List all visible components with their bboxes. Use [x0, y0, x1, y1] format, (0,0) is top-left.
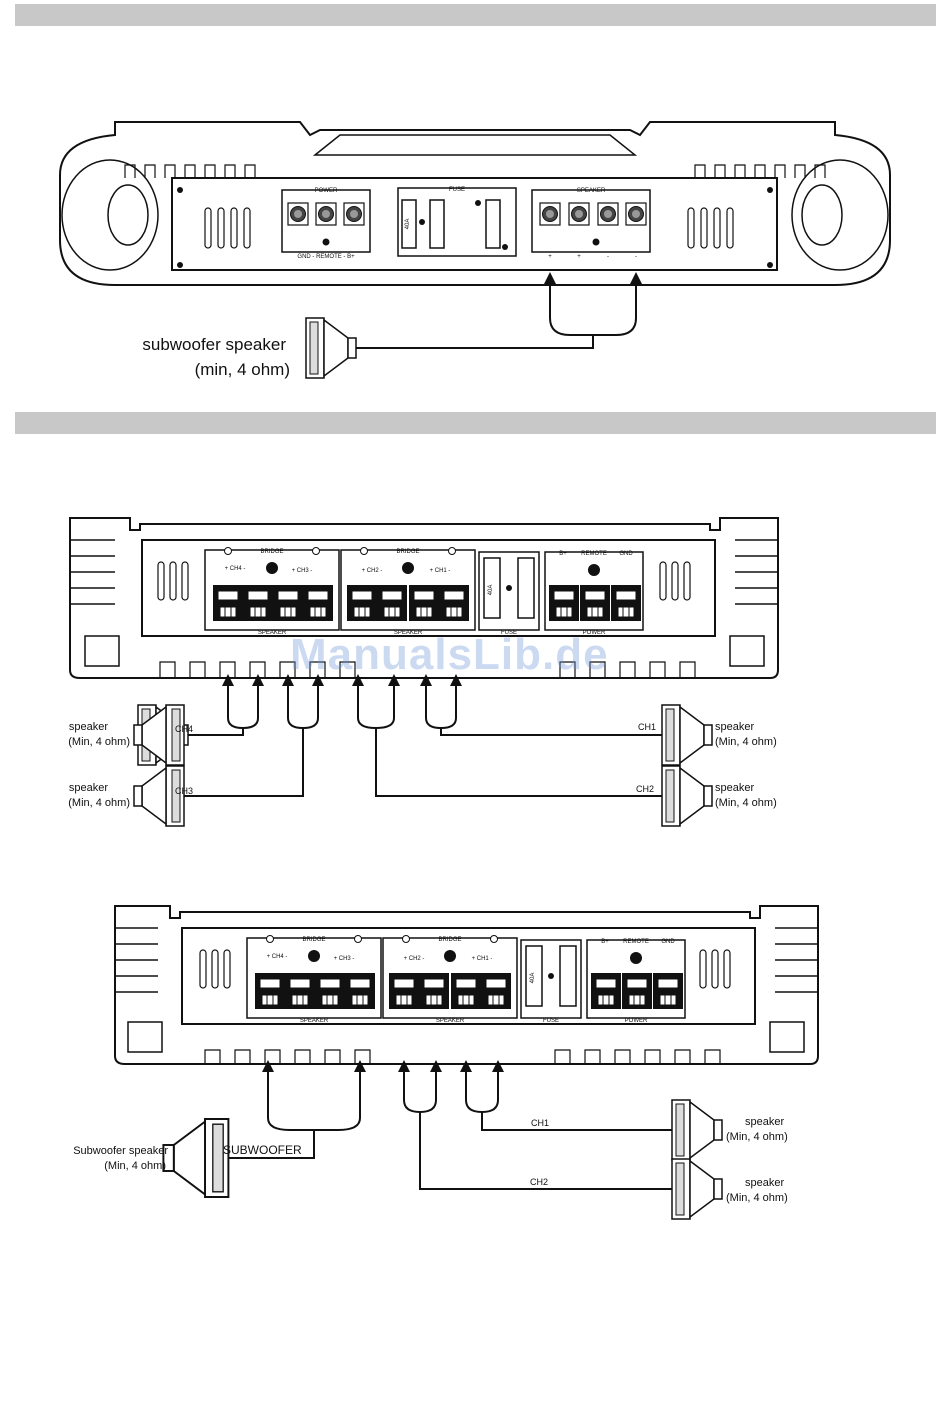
d3-fuse-label: FUSE	[543, 1018, 559, 1024]
d2-left-spk1-ch: CH4	[175, 724, 193, 734]
d1-fuse-text: 40A	[405, 219, 411, 230]
d3-ch4-label: + CH4 -	[267, 954, 288, 960]
d2-left-spk1-line1: speaker	[69, 721, 108, 733]
d1-subwoofer-speaker-icon	[305, 317, 357, 379]
d2-power-bplus: B+	[559, 551, 567, 557]
d2-speaker-label-right: SPEAKER	[394, 630, 423, 636]
diagram2-amplifier: BRIDGE BRIDGE + CH4 - + CH3 - + CH2 - + …	[69, 517, 779, 679]
diagram3-wires	[215, 1060, 690, 1190]
d1-pol-4: -	[635, 254, 637, 260]
d2-speaker-ch2-icon	[661, 765, 713, 827]
d2-speaker-label-left: SPEAKER	[258, 630, 287, 636]
d3-speaker-ch2-icon	[671, 1158, 723, 1220]
watermark: ManualsLib.de	[290, 630, 609, 679]
d3-right-spk1-ch: CH1	[531, 1118, 549, 1128]
d2-ch1-label: + CH1 -	[430, 568, 451, 574]
d2-speaker-ch1-icon	[661, 704, 713, 766]
d3-sub-label-2: (Min, 4 ohm)	[104, 1160, 166, 1172]
d3-power-label: POWER	[625, 1018, 648, 1024]
section-header-bar-2	[15, 412, 936, 434]
d2-fuse-text: 40A	[488, 585, 494, 596]
d2-right-spk2-line2: (Min, 4 ohm)	[715, 797, 777, 809]
d2-left-spk1-line2: (Min, 4 ohm)	[68, 736, 130, 748]
d3-power-gnd: GND	[661, 939, 675, 945]
d3-power-bplus: B+	[601, 939, 609, 945]
diagram2-wires	[175, 674, 680, 797]
d2-right-spk1-line1: speaker	[715, 721, 754, 733]
d3-speaker-label-left: SPEAKER	[300, 1018, 329, 1024]
d2-bridge-label-right: BRIDGE	[396, 549, 419, 555]
d2-power-label: POWER	[583, 630, 606, 636]
d3-right-spk2-line2: (Min, 4 ohm)	[726, 1192, 788, 1204]
d3-fuse-text: 40A	[530, 973, 536, 984]
d1-power-terminals: GND - REMOTE - B+	[297, 254, 355, 260]
d3-right-spk1-line2: (Min, 4 ohm)	[726, 1131, 788, 1143]
d2-power-remote: REMOTE	[581, 551, 607, 557]
d2-power-gnd: GND	[619, 551, 633, 557]
section-header-bar-1	[15, 4, 936, 26]
d3-right-spk2-ch: CH2	[530, 1177, 548, 1187]
d3-power-remote: REMOTE	[623, 939, 649, 945]
d3-right-spk1-line1: speaker	[745, 1116, 784, 1128]
d1-speaker-block-label: SPEAKER	[577, 188, 606, 194]
d3-sub-label-1: Subwoofer speaker	[73, 1145, 168, 1157]
d2-right-spk2-line1: speaker	[715, 782, 754, 794]
d1-sub-label-1: subwoofer speaker	[142, 335, 286, 354]
d3-ch3-label: + CH3 -	[334, 956, 355, 962]
diagram1-wires	[350, 272, 642, 349]
d2-fuse-label: FUSE	[501, 630, 517, 636]
d1-pol-2: +	[577, 254, 581, 260]
d3-right-spk2-line1: speaker	[745, 1177, 784, 1189]
d2-right-spk1-line2: (Min, 4 ohm)	[715, 736, 777, 748]
d2-right-spk1-ch: CH1	[638, 722, 656, 732]
d2-ch3-label: + CH3 -	[292, 568, 313, 574]
d3-sub-channel: SUBWOOFER	[223, 1143, 302, 1157]
d1-fuse-label: FUSE	[449, 187, 465, 193]
d3-ch1-label: + CH1 -	[472, 956, 493, 962]
d3-bridge-label-left: BRIDGE	[302, 937, 325, 943]
d1-pol-1: +	[548, 254, 552, 260]
d2-ch4-label: + CH4 -	[225, 566, 246, 572]
d2-right-spk2-ch: CH2	[636, 784, 654, 794]
d1-power-label: POWER	[315, 188, 338, 194]
d3-bridge-label-right: BRIDGE	[438, 937, 461, 943]
d1-sub-label-2: (min, 4 ohm)	[195, 360, 290, 379]
d3-subwoofer-speaker-icon	[162, 1118, 230, 1198]
d2-ch2-label: + CH2 -	[362, 568, 383, 574]
d2-speaker-ch3-icon	[133, 765, 185, 827]
d2-left-spk2-line2: (Min, 4 ohm)	[68, 797, 130, 809]
d1-pol-3: -	[607, 254, 609, 260]
d2-bridge-label-left: BRIDGE	[260, 549, 283, 555]
diagram1-amplifier: POWER GND - REMOTE - B+ FUSE 40A SPEAKER…	[59, 121, 891, 286]
d2-left-spk2-ch: CH3	[175, 786, 193, 796]
d3-speaker-ch1-icon	[671, 1099, 723, 1161]
d3-ch2-label: + CH2 -	[404, 956, 425, 962]
diagram3-amplifier: BRIDGE BRIDGE + CH4 - + CH3 - + CH2 - + …	[114, 905, 819, 1065]
d3-speaker-label-right: SPEAKER	[436, 1018, 465, 1024]
d2-left-spk2-line1: speaker	[69, 782, 108, 794]
